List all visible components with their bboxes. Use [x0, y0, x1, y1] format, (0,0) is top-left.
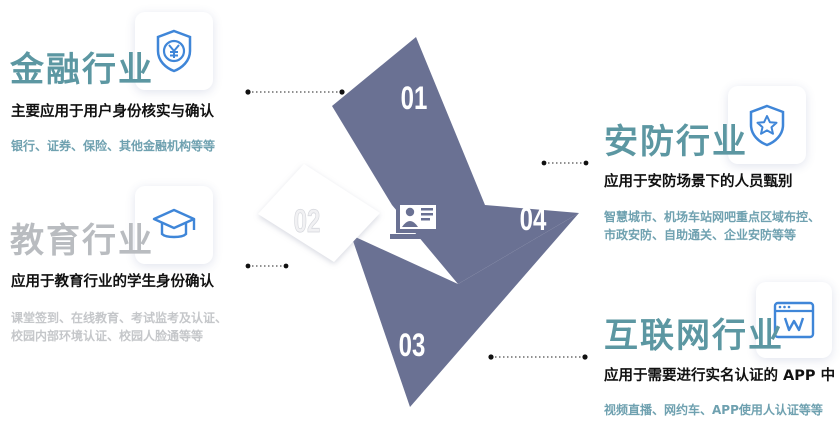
yuan-shield-icon: [156, 29, 192, 73]
segment-01-shape: [332, 37, 485, 205]
segment-03-subtitle: 应用于需要进行实名认证的 APP 中: [604, 368, 836, 384]
segment-04-icon-box: [728, 86, 806, 164]
segment-01-desc: 银行、证券、保险、其他金融机构等等: [11, 137, 215, 155]
segment-02-icon-box: [135, 186, 213, 264]
segment-number-03: 03: [399, 327, 426, 363]
segment-01-subtitle: 主要应用于用户身份核实与确认: [11, 104, 214, 120]
connector-04: [541, 160, 589, 166]
segment-number-01: 01: [401, 80, 428, 116]
segment-02-desc-line-1: 课堂签到、在线教育、考试监考及认证、: [11, 311, 228, 325]
segment-01-title: 金融行业: [10, 50, 154, 90]
segment-02-subtitle: 应用于教育行业的学生身份确认: [11, 274, 214, 290]
segment-02-desc-line-2: 校园内部环境认证、校园人脸通等等: [11, 329, 204, 343]
segment-number-02: 02: [294, 203, 321, 239]
connector-02: [245, 263, 289, 269]
connector-03: [488, 354, 588, 360]
connector-01: [245, 89, 345, 95]
segment-02-desc: 课堂签到、在线教育、考试监考及认证、 校园内部环境认证、校园人脸通等等: [11, 309, 227, 345]
segment-03-title: 互联网行业: [604, 316, 784, 356]
segment-04-subtitle: 应用于安防场景下的人员甄别: [604, 174, 793, 190]
segment-03-icon-box: [756, 282, 832, 358]
segment-number-04: 04: [520, 201, 547, 237]
segment-04-title: 安防行业: [604, 122, 748, 162]
segment-01-icon-box: [135, 12, 213, 90]
segment-01-desc-line: 银行、证券、保险、其他金融机构等等: [11, 139, 216, 153]
segment-04-desc-line-1: 智慧城市、机场车站网吧重点区域布控、: [604, 210, 821, 224]
segment-04-desc-line-2: 市政安防、自助通关、企业安防等等: [604, 228, 797, 242]
browser-window-icon: [773, 301, 815, 339]
id-card-user-icon: [390, 201, 446, 239]
segment-03-shape: [351, 213, 579, 407]
segment-02-title: 教育行业: [10, 221, 154, 261]
segment-02-shape: [258, 164, 380, 262]
segment-03-desc-line: 视频直播、网约车、APP使用人认证等等: [604, 403, 823, 417]
star-shield-icon: [749, 104, 785, 147]
graduation-cap-icon: [152, 208, 196, 239]
segment-03-desc: 视频直播、网约车、APP使用人认证等等: [604, 401, 823, 419]
segment-04-desc: 智慧城市、机场车站网吧重点区域布控、 市政安防、自助通关、企业安防等等: [604, 208, 820, 244]
